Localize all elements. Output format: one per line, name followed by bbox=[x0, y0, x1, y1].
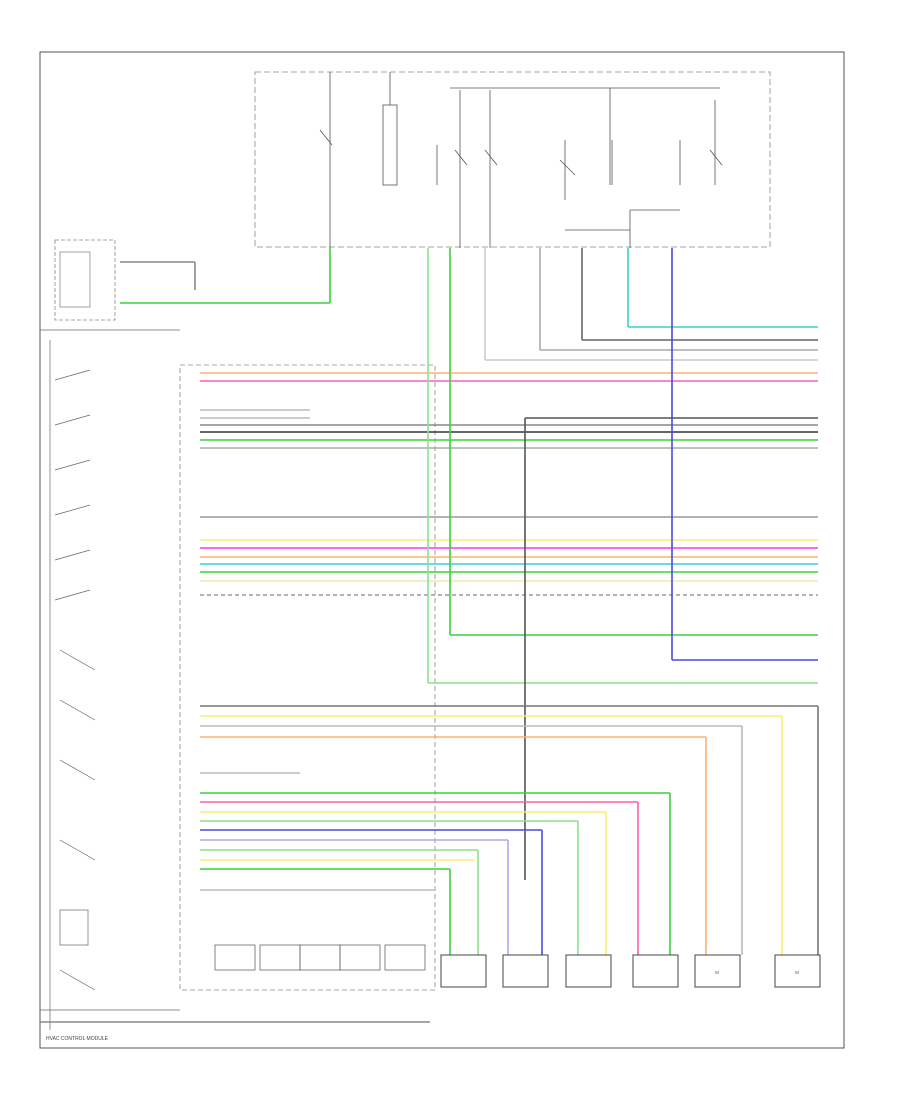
sensor-box bbox=[54, 239, 116, 321]
outer-frame bbox=[39, 51, 845, 1049]
actuator-a2 bbox=[502, 954, 549, 988]
actuator-a4 bbox=[632, 954, 679, 988]
module-internal-boxes bbox=[214, 944, 426, 971]
actuator-row: M M bbox=[440, 954, 821, 988]
actuator-a6: M bbox=[774, 954, 821, 988]
hvac-module-box bbox=[179, 364, 436, 991]
sensor-element bbox=[59, 251, 91, 308]
wires-vertical bbox=[120, 248, 818, 880]
relay-block bbox=[254, 71, 771, 248]
actuator-a5: M bbox=[694, 954, 741, 988]
footer-title: HVAC CONTROL MODULE bbox=[46, 1036, 109, 1042]
relay-internals bbox=[319, 72, 723, 248]
actuator-a3 bbox=[565, 954, 612, 988]
actuator-a1 bbox=[440, 954, 487, 988]
actuator-symbol: M bbox=[715, 970, 719, 975]
wires-top bbox=[200, 372, 818, 596]
control-panel-switches bbox=[40, 329, 180, 1030]
actuator-symbol: M bbox=[795, 970, 799, 975]
wires-lower bbox=[40, 705, 819, 1023]
